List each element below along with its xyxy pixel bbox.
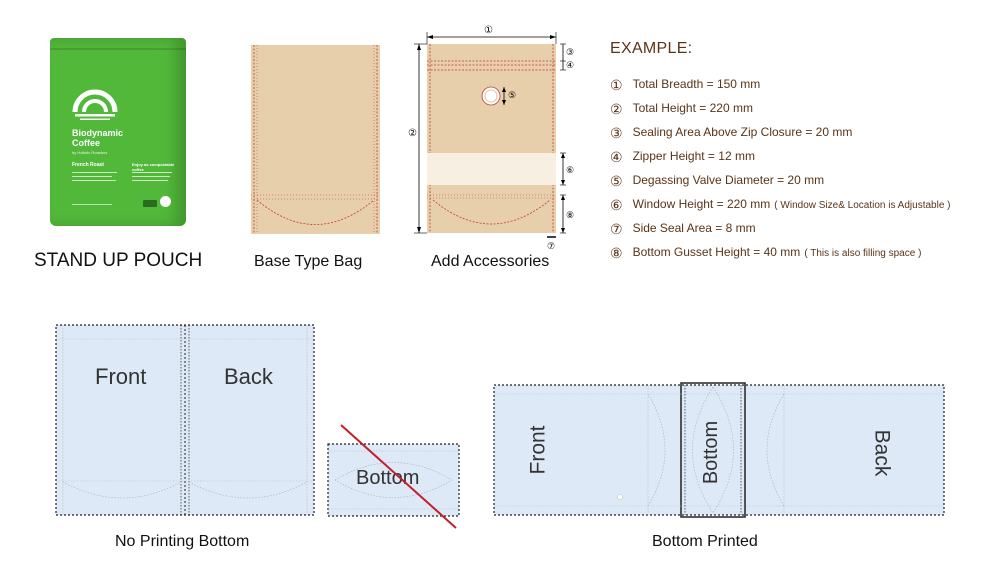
caption-no-printing-bottom: No Printing Bottom xyxy=(115,533,250,550)
organic-seal-icon xyxy=(160,196,171,207)
caption-stand-up-pouch: STAND UP POUCH xyxy=(34,250,203,271)
example-item-number: ② xyxy=(610,100,623,117)
example-item: ⑦ Side Seal Area = 8 mm xyxy=(610,221,756,236)
example-item-number: ① xyxy=(610,76,623,93)
dim-label-3: ③ xyxy=(566,47,575,57)
example-item-number: ⑤ xyxy=(610,172,623,189)
dim-label-8: ⑧ xyxy=(566,210,575,220)
layout2-front-label: Front xyxy=(526,425,550,475)
example-item: ⑥ Window Height = 220 mm( Window Size& Lo… xyxy=(610,197,951,212)
layout1-back-label: Back xyxy=(224,364,273,389)
brand-logo-icon xyxy=(72,89,118,120)
bottom-printed-layout xyxy=(493,382,945,518)
caption-add-accessories: Add Accessories xyxy=(431,253,550,270)
pouch-brand-name: Biodynamic Coffee xyxy=(72,128,123,148)
example-item-text: Degassing Valve Diameter = 20 mm xyxy=(632,173,825,187)
pouch-brand-sub: by Holistic Roasters xyxy=(72,150,108,155)
pouch-zipper xyxy=(50,48,186,50)
dim-label-6: ⑥ xyxy=(566,165,575,175)
example-item-number: ④ xyxy=(610,148,623,165)
example-item-text: Window Height = 220 mm xyxy=(632,197,771,211)
example-item: ⑤ Degassing Valve Diameter = 20 mm xyxy=(610,173,824,188)
example-item-note: ( Window Size& Location is Adjustable ) xyxy=(774,200,951,211)
strike-through-line xyxy=(340,424,457,529)
layout2-back-label: Back xyxy=(870,429,894,477)
pouch-col2-title: Enjoy as compostable coffee xyxy=(132,162,175,172)
dim-label-1: ① xyxy=(484,25,493,36)
separate-bottom-panel xyxy=(327,443,460,517)
example-item-number: ⑥ xyxy=(610,196,623,213)
layout1-front-label: Front xyxy=(95,364,147,389)
example-title: EXAMPLE: xyxy=(610,40,693,57)
caption-bottom-printed: Bottom Printed xyxy=(652,533,758,550)
cert-badge-icon xyxy=(143,200,157,207)
add-accessories-diagram xyxy=(414,32,566,238)
example-item-text: Total Height = 220 mm xyxy=(632,101,753,115)
stand-up-pouch-image: Biodynamic Coffee by Holistic Roasters F… xyxy=(50,38,186,226)
example-item-text: Zipper Height = 12 mm xyxy=(632,149,755,163)
example-item-text: Bottom Gusset Height = 40 mm xyxy=(632,245,801,259)
example-item: ④ Zipper Height = 12 mm xyxy=(610,149,755,164)
example-item-number: ⑦ xyxy=(610,220,623,237)
no-printing-bottom-layout xyxy=(55,324,315,516)
example-item-number: ③ xyxy=(610,124,623,141)
example-item: ① Total Breadth = 150 mm xyxy=(610,77,760,92)
pouch-brand-line1: Biodynamic xyxy=(72,128,124,138)
dim-label-5: ⑤ xyxy=(508,90,517,100)
dim-label-4: ④ xyxy=(566,60,575,70)
pouch-brand-line2: Coffee xyxy=(72,138,101,148)
example-item-text: Total Breadth = 150 mm xyxy=(632,77,761,91)
dim-label-7: ⑦ xyxy=(547,241,556,251)
dim-label-2: ② xyxy=(408,128,417,139)
example-item-text: Side Seal Area = 8 mm xyxy=(632,221,756,235)
example-item-text: Sealing Area Above Zip Closure = 20 mm xyxy=(632,125,853,139)
pouch-col1-title: French Roast xyxy=(72,162,104,168)
example-item-number: ⑧ xyxy=(610,244,623,261)
example-item-note: ( This is also filling space ) xyxy=(804,248,922,259)
layout2-bottom-label: Bottom xyxy=(700,420,723,485)
base-type-bag-diagram xyxy=(251,45,380,234)
separate-bottom-label: Bottom xyxy=(356,467,420,489)
caption-base-type-bag: Base Type Bag xyxy=(254,253,363,270)
example-item: ⑧ Bottom Gusset Height = 40 mm( This is a… xyxy=(610,245,921,260)
example-item: ② Total Height = 220 mm xyxy=(610,101,753,116)
example-item: ③ Sealing Area Above Zip Closure = 20 mm xyxy=(610,125,852,140)
